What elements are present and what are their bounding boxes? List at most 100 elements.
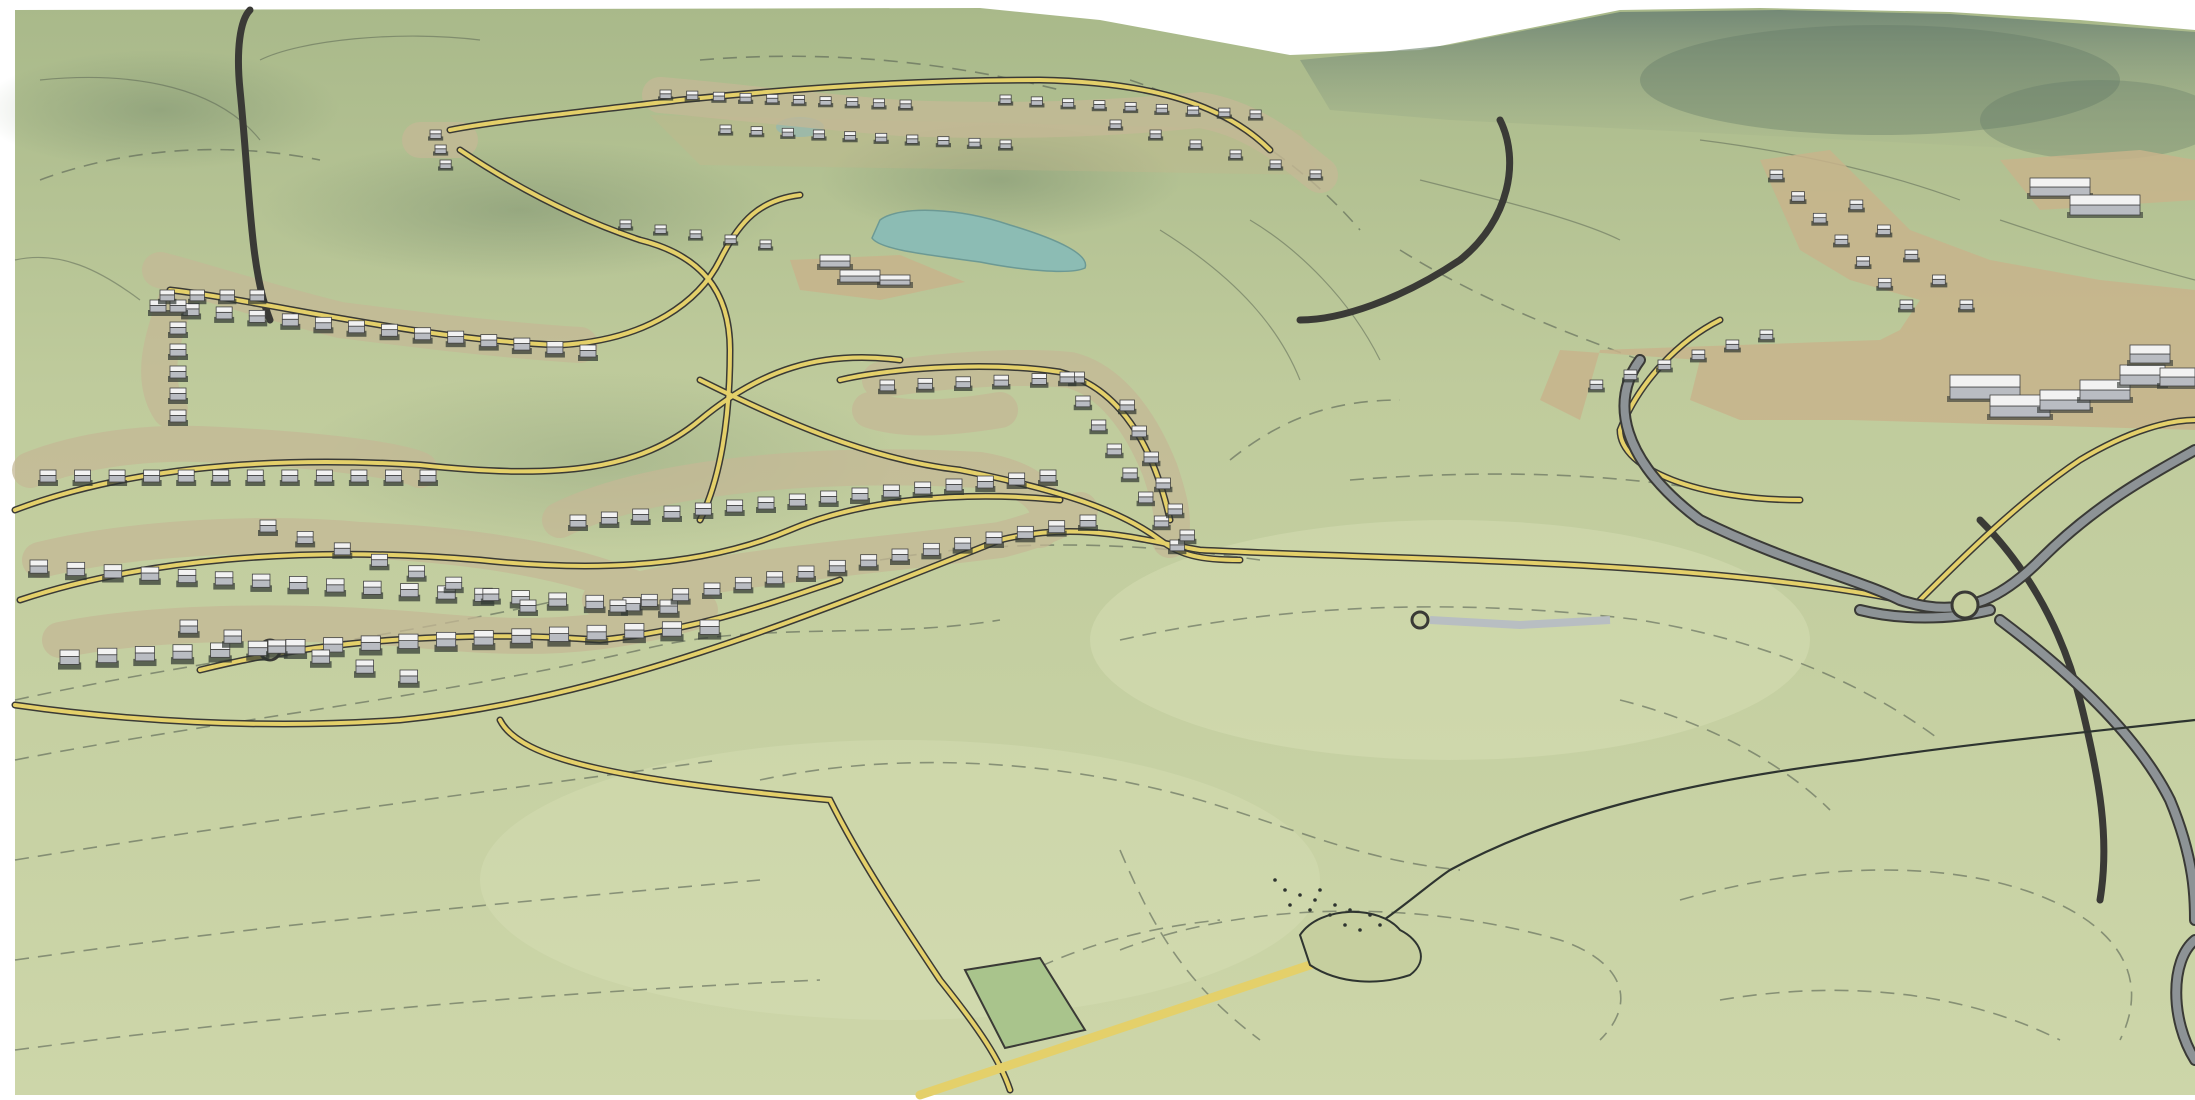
- house: [168, 409, 188, 426]
- house: [287, 576, 310, 595]
- commercial-building: [2157, 367, 2195, 389]
- commercial-building: [2037, 389, 2093, 413]
- house: [1123, 102, 1139, 114]
- house: [314, 469, 335, 486]
- house: [518, 599, 538, 616]
- house: [1876, 277, 1894, 291]
- house: [630, 508, 651, 525]
- house: [975, 475, 996, 492]
- tree-dot: [1368, 913, 1372, 917]
- house: [780, 127, 796, 139]
- house: [176, 469, 197, 486]
- house: [1060, 98, 1076, 110]
- house: [1854, 256, 1872, 270]
- house: [818, 96, 834, 108]
- house: [684, 90, 700, 102]
- house: [787, 493, 808, 510]
- house: [842, 131, 858, 143]
- house: [247, 309, 268, 327]
- house: [332, 542, 353, 559]
- house: [346, 320, 367, 337]
- house: [749, 126, 765, 138]
- house: [568, 514, 588, 531]
- house: [246, 640, 270, 661]
- house: [608, 599, 628, 616]
- house: [653, 224, 669, 236]
- house: [58, 649, 82, 670]
- house: [478, 334, 499, 351]
- house: [434, 631, 458, 652]
- house: [1690, 349, 1707, 363]
- house: [660, 621, 684, 642]
- house: [818, 490, 839, 507]
- house: [1758, 329, 1775, 343]
- house: [578, 344, 598, 361]
- house: [921, 542, 942, 560]
- house: [1930, 274, 1948, 288]
- house: [418, 469, 438, 486]
- house: [711, 91, 727, 103]
- house: [133, 646, 157, 667]
- house: [1768, 169, 1785, 183]
- commercial-building: [837, 269, 883, 285]
- house: [1875, 224, 1893, 238]
- house: [480, 588, 501, 605]
- house: [1058, 371, 1077, 387]
- house: [222, 629, 244, 648]
- house: [1833, 234, 1850, 248]
- house: [639, 593, 660, 611]
- house: [1216, 107, 1232, 119]
- house: [443, 576, 464, 594]
- house: [1724, 339, 1741, 353]
- house: [1622, 369, 1639, 383]
- terrain-surface: [15, 8, 2195, 1095]
- house: [398, 583, 421, 602]
- house: [1958, 299, 1975, 313]
- house: [1078, 514, 1098, 531]
- house: [472, 630, 496, 651]
- house: [250, 573, 272, 592]
- house: [702, 582, 722, 599]
- house: [280, 313, 301, 330]
- house: [170, 644, 195, 665]
- commercial-building: [2027, 177, 2093, 199]
- tree-dot: [1308, 908, 1312, 912]
- house: [433, 144, 449, 156]
- tree-dot: [1348, 908, 1352, 912]
- house: [1811, 212, 1829, 226]
- house: [266, 639, 288, 658]
- house: [827, 559, 848, 577]
- house: [738, 92, 754, 104]
- house: [398, 669, 420, 688]
- house: [1046, 520, 1067, 537]
- house: [912, 481, 933, 498]
- house: [858, 554, 879, 571]
- house: [890, 548, 910, 565]
- commercial-building: [877, 274, 913, 288]
- tree-dot: [1283, 888, 1287, 892]
- wetland-area: [1298, 910, 1422, 983]
- house: [984, 531, 1004, 548]
- house: [1789, 191, 1807, 205]
- tree-dot: [1343, 923, 1347, 927]
- house: [359, 635, 383, 656]
- house: [1015, 525, 1036, 543]
- tree-dot: [1288, 903, 1292, 907]
- house: [1030, 373, 1049, 388]
- tree-dot: [1318, 888, 1322, 892]
- house: [214, 306, 235, 323]
- house: [966, 137, 983, 149]
- house: [796, 565, 816, 582]
- house: [622, 623, 646, 644]
- reservoir-pond: [871, 209, 1087, 273]
- house: [1656, 359, 1673, 373]
- house: [324, 578, 347, 597]
- house: [670, 588, 691, 605]
- house: [168, 365, 188, 382]
- tree-dot: [1273, 878, 1277, 882]
- house: [935, 136, 951, 148]
- house: [188, 289, 207, 305]
- house: [546, 592, 569, 611]
- house: [718, 124, 734, 136]
- house: [168, 387, 188, 404]
